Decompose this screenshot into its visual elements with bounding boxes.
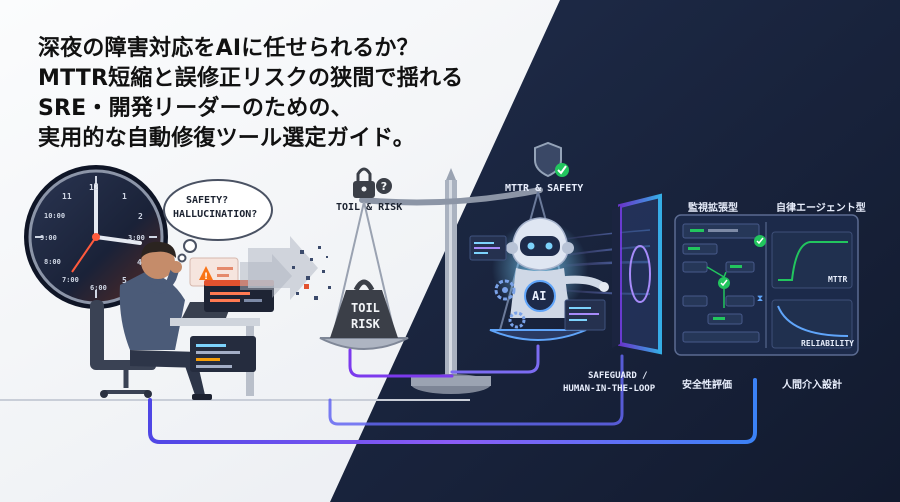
headline-line-1: 深夜の障害対応をAIに任せられるか？ [38,36,419,61]
autonomous-agent-title: 自律エージェント型 [776,203,866,214]
clock-number: 5 [122,276,127,285]
thought-bubble-line-2: HALLUCINATION? [173,209,258,220]
transition-arrows [240,236,331,300]
svg-text:?: ? [381,180,387,193]
alert-window: ! [189,257,239,287]
thought-bubble-line-1: SAFETY? [186,195,229,206]
safeguard-portal [612,193,662,355]
clock-number: 11 [62,192,72,201]
page-title: 深夜の障害対応をAIに任せられるか？ MTTR短縮と誤修正リスクの狭間で揺れる … [38,34,508,154]
shield-check-icon [534,141,569,178]
clock-number: 4 [137,258,142,267]
safeguard-label-line-2: HUMAN-IN-THE-LOOP [563,384,656,394]
clock-number: 3:00 [128,234,145,242]
mttr-safety-label: MTTR & SAFETY [505,183,584,194]
reliability-chart-label: RELIABILITY [801,339,854,348]
clock-number: 8:00 [44,258,61,266]
clock-number: 1 [122,192,127,201]
ai-robot-icon [492,217,609,318]
headline-line-3: SRE・開発リーダーのための、 [38,96,353,121]
svg-text:⧗: ⧗ [757,294,763,304]
ai-badge-label: AI [532,289,547,303]
clock-number: 10:00 [44,212,66,220]
terminal-window [190,336,256,372]
clock-number: 12 [89,183,99,192]
svg-text:!: ! [204,272,208,282]
headline-line-2: MTTR短縮と誤修正リスクの狭間で揺れる [38,66,464,91]
weight-label-line-2: RISK [351,317,380,331]
human-intervention-label: 人間介入設計 [782,380,842,391]
connection-wires [148,344,757,444]
clock-icon [24,165,168,309]
safety-evaluation-label: 安全性評価 [682,380,732,391]
safeguard-label-line-1: SAFEGUARD / [588,371,648,381]
monitoring-extension-title: 監視拡張型 [688,203,738,214]
toil-risk-label: TOIL & RISK [336,202,403,213]
mttr-chart-label: MTTR [828,275,848,284]
clock-number: 2 [138,212,143,221]
weight-label-line-1: TOIL [351,301,380,315]
headline-line-4: 実用的な自動修復ツール選定ガイド。 [38,126,415,151]
comparison-panel: ⧗ [674,214,859,356]
code-snippet-window [469,235,606,331]
lock-icon: ? [353,167,392,198]
clock-number: 9:00 [40,234,57,242]
gear-icon [494,279,526,329]
thought-bubble [163,179,273,263]
clock-number: 6:00 [90,284,107,292]
clock-number: 7:00 [62,276,79,284]
